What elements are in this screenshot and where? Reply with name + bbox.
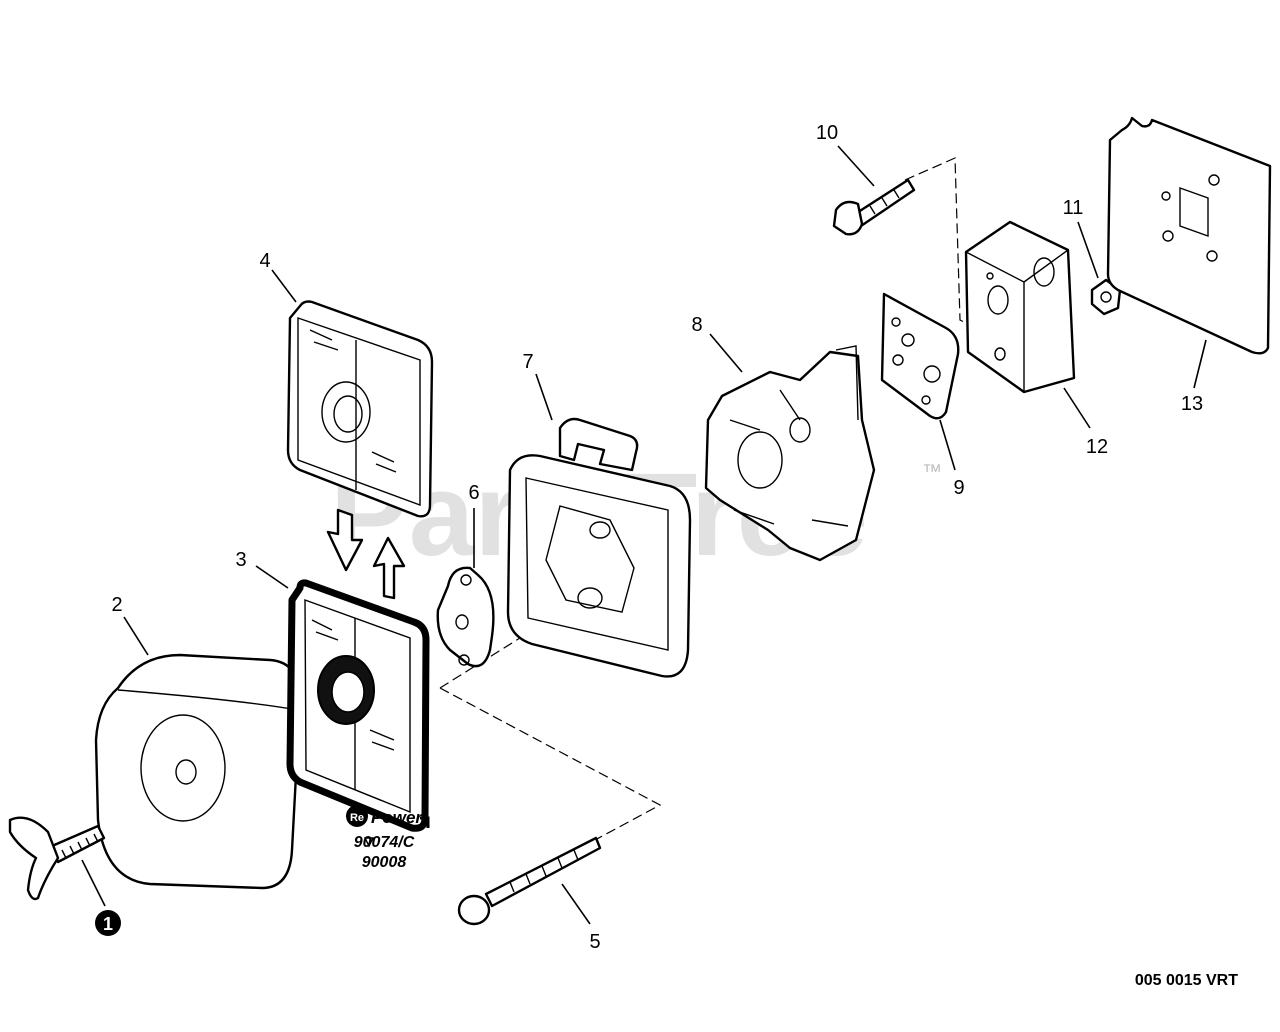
- repower-logo-text: Power: [371, 808, 423, 827]
- part-13-gasket-plate: [1106, 116, 1272, 355]
- part-6-gasket: [436, 566, 495, 668]
- callout-12: 12: [1086, 436, 1108, 458]
- callout-5: 5: [589, 931, 600, 953]
- leader-lines: [81, 145, 1207, 925]
- part-9-gasket: [880, 292, 960, 420]
- repower-logo-badge: [346, 805, 368, 827]
- callout-9: 9: [953, 477, 964, 499]
- callout-1: 1: [103, 914, 113, 934]
- callout-10: 10: [816, 122, 838, 144]
- callout-2: 2: [111, 594, 122, 616]
- watermark-trademark: ™: [922, 461, 942, 483]
- callout-8: 8: [691, 314, 702, 336]
- part-3-air-filter: [286, 579, 430, 832]
- callout-11: 11: [1063, 197, 1084, 219]
- part-11-nut: [1090, 278, 1122, 316]
- part-4-air-filter: [286, 300, 434, 518]
- part-8-carburetor: [704, 345, 876, 562]
- callout-4: 4: [259, 250, 270, 272]
- callout-1-badge: [95, 910, 121, 936]
- swap-arrows: [326, 508, 406, 600]
- part-7-air-cleaner-base: [506, 417, 692, 678]
- callout-13: 13: [1181, 393, 1203, 415]
- part-10-bolt: [832, 178, 916, 236]
- callout-3: 3: [235, 549, 246, 571]
- repower-part-a: 90074/C: [354, 834, 415, 851]
- pointer-icon: [363, 837, 375, 848]
- part-1-wing-bolt: [8, 816, 106, 901]
- callouts: 1 2 3 4 5 6 7 8 9 10 11 12 13: [95, 122, 1203, 953]
- repower-logo-mark: Re: [350, 812, 364, 824]
- callout-6: 6: [468, 482, 479, 504]
- part-2-air-cleaner-cover: [94, 653, 302, 890]
- diagram-code: 005 0015 VRT: [1135, 972, 1238, 989]
- repower-logo-hook: [420, 816, 430, 828]
- repower-part-b: 90008: [362, 854, 407, 871]
- part-12-insulator: [964, 220, 1076, 394]
- repower-block: Re Power 90074/C 90008: [346, 805, 430, 871]
- part-5-screw: [457, 836, 602, 926]
- callout-7: 7: [522, 351, 533, 373]
